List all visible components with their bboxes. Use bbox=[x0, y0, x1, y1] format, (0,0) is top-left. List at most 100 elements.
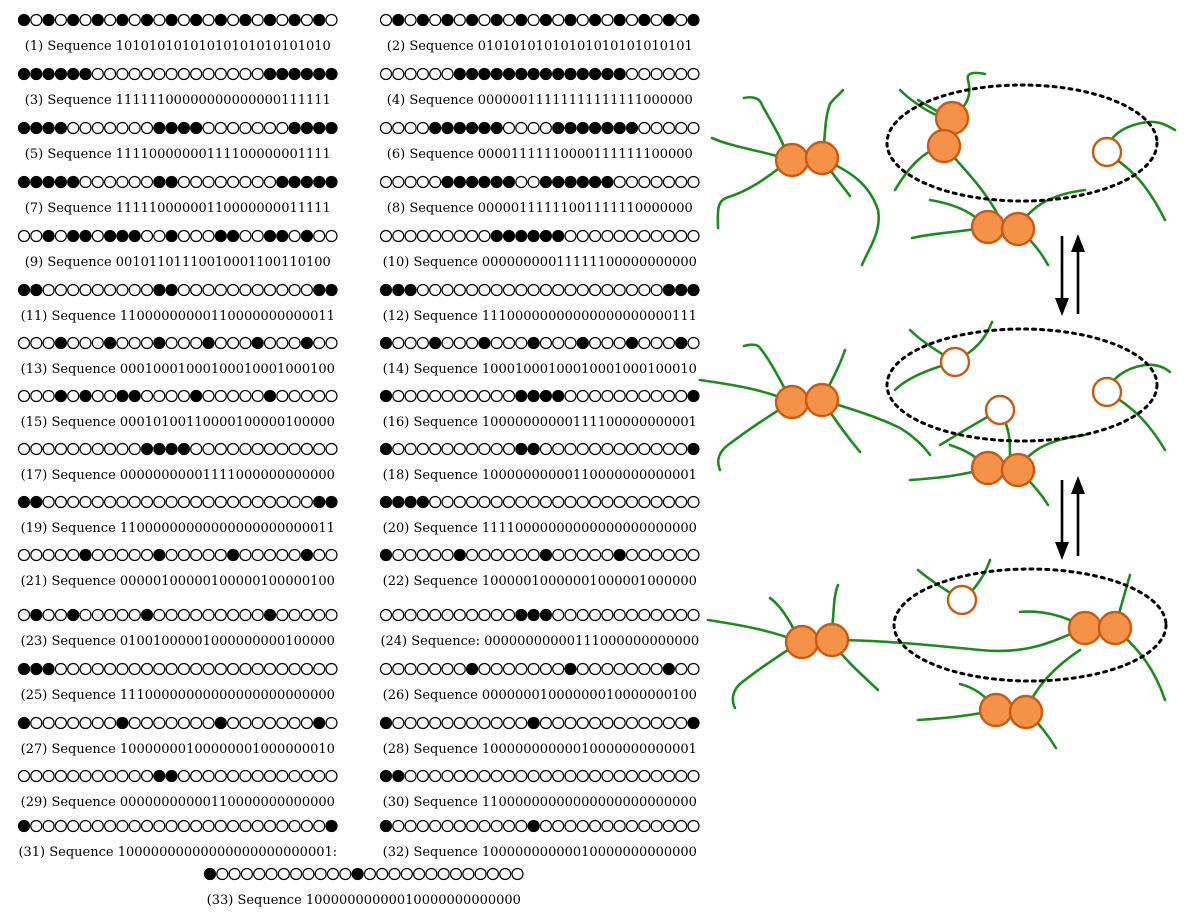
sequence-block: (11) Sequence 11000000000110000000000011 bbox=[17, 283, 338, 324]
bead-spacer bbox=[392, 548, 405, 562]
bead-sticker bbox=[165, 121, 178, 135]
bead-spacer bbox=[300, 13, 313, 27]
bead-sticker bbox=[153, 548, 166, 562]
bead-spacer bbox=[202, 229, 215, 243]
sequence-label: (9) Sequence 00101101110010001100110100 bbox=[25, 255, 331, 270]
bead-spacer bbox=[214, 442, 227, 456]
bead-sticker bbox=[103, 229, 117, 243]
bead-spacer bbox=[515, 283, 528, 297]
bead-spacer bbox=[290, 867, 303, 881]
bead-spacer bbox=[638, 716, 651, 730]
bead-spacer bbox=[638, 608, 651, 622]
bead-sticker bbox=[227, 548, 240, 562]
bead-spacer bbox=[687, 229, 700, 243]
bead-sticker bbox=[153, 336, 166, 350]
bead-spacer bbox=[441, 67, 454, 81]
bead-spacer bbox=[300, 819, 313, 833]
bead-spacer bbox=[54, 769, 68, 783]
bead-spacer bbox=[527, 13, 540, 27]
bead-spacer bbox=[276, 13, 289, 27]
bead-spacer bbox=[613, 389, 626, 403]
bead-spacer bbox=[466, 389, 479, 403]
bead-spacer bbox=[502, 769, 516, 783]
bead-sticker bbox=[588, 175, 602, 189]
bead-spacer bbox=[325, 608, 338, 622]
sequence-block: (32) Sequence 10000000000010000000000000 bbox=[379, 819, 700, 860]
bead-spacer bbox=[91, 175, 104, 189]
bead-spacer bbox=[404, 229, 417, 243]
bead-spacer bbox=[441, 229, 454, 243]
bead-sticker bbox=[539, 548, 553, 562]
bead-spacer bbox=[288, 548, 301, 562]
sequence-label: (6) Sequence 00001111110000111111100000 bbox=[387, 147, 693, 162]
bead-sticker bbox=[515, 67, 528, 81]
bead-spacer bbox=[202, 442, 215, 456]
bead-spacer bbox=[638, 495, 651, 509]
bead-spacer bbox=[116, 548, 129, 562]
bead-spacer bbox=[276, 495, 289, 509]
bead-spacer bbox=[128, 819, 141, 833]
bead-sticker bbox=[675, 336, 688, 350]
bead-spacer bbox=[564, 283, 577, 297]
bead-spacer bbox=[288, 283, 301, 297]
bead-sticker bbox=[42, 13, 55, 27]
bead-sticker bbox=[601, 175, 614, 189]
sticker-free bbox=[984, 394, 1016, 426]
bead-spacer bbox=[675, 121, 688, 135]
bead-spacer bbox=[214, 769, 227, 783]
bead-sticker bbox=[429, 121, 442, 135]
bead-spacer bbox=[103, 67, 117, 81]
bead-spacer bbox=[67, 336, 80, 350]
bead-spacer bbox=[251, 67, 264, 81]
bead-spacer bbox=[177, 67, 190, 81]
bead-spacer bbox=[601, 548, 614, 562]
bead-spacer bbox=[67, 769, 80, 783]
bead-spacer bbox=[339, 867, 352, 881]
bead-spacer bbox=[392, 336, 405, 350]
bead-spacer bbox=[239, 819, 252, 833]
bead-spacer bbox=[552, 716, 565, 730]
bead-spacer bbox=[227, 442, 240, 456]
bead-spacer bbox=[153, 13, 166, 27]
bead-spacer bbox=[441, 336, 454, 350]
bead-spacer bbox=[67, 662, 80, 676]
bead-sticker bbox=[140, 442, 154, 456]
bead-spacer bbox=[552, 283, 565, 297]
bead-spacer bbox=[276, 389, 289, 403]
bead-spacer bbox=[675, 769, 688, 783]
bead-spacer bbox=[613, 229, 626, 243]
bead-spacer bbox=[103, 548, 117, 562]
bead-sticker bbox=[190, 389, 203, 403]
sequence-block: (29) Sequence 00000000000110000000000000 bbox=[17, 769, 338, 810]
bead-spacer bbox=[128, 283, 141, 297]
sequence-label: (31) Sequence 10000000000000000000000001… bbox=[18, 845, 337, 860]
bead-spacer bbox=[379, 229, 393, 243]
bead-sticker bbox=[300, 548, 313, 562]
bead-sticker bbox=[490, 175, 503, 189]
bead-spacer bbox=[67, 442, 80, 456]
bead-sticker bbox=[30, 608, 43, 622]
bead-spacer bbox=[140, 495, 154, 509]
bead-sticker bbox=[539, 13, 553, 27]
sticker-bound bbox=[804, 140, 840, 176]
bead-spacer bbox=[539, 495, 553, 509]
bead-spacer bbox=[453, 662, 466, 676]
bead-spacer bbox=[140, 716, 154, 730]
bead-sticker bbox=[552, 229, 565, 243]
bead-spacer bbox=[140, 662, 154, 676]
bead-sticker bbox=[379, 336, 393, 350]
bead-spacer bbox=[325, 662, 338, 676]
bead-spacer bbox=[276, 283, 289, 297]
bead-sticker bbox=[527, 229, 540, 243]
bead-spacer bbox=[449, 867, 463, 881]
bead-sticker bbox=[564, 67, 577, 81]
bead-spacer bbox=[202, 495, 215, 509]
sequence-label: (21) Sequence 00000100000100000100000100 bbox=[21, 574, 335, 589]
bead-spacer bbox=[453, 336, 466, 350]
bead-spacer bbox=[650, 769, 663, 783]
bead-spacer bbox=[214, 283, 227, 297]
bead-spacer bbox=[499, 867, 512, 881]
bead-spacer bbox=[552, 608, 565, 622]
bead-spacer bbox=[429, 819, 442, 833]
bead-sticker bbox=[601, 121, 614, 135]
